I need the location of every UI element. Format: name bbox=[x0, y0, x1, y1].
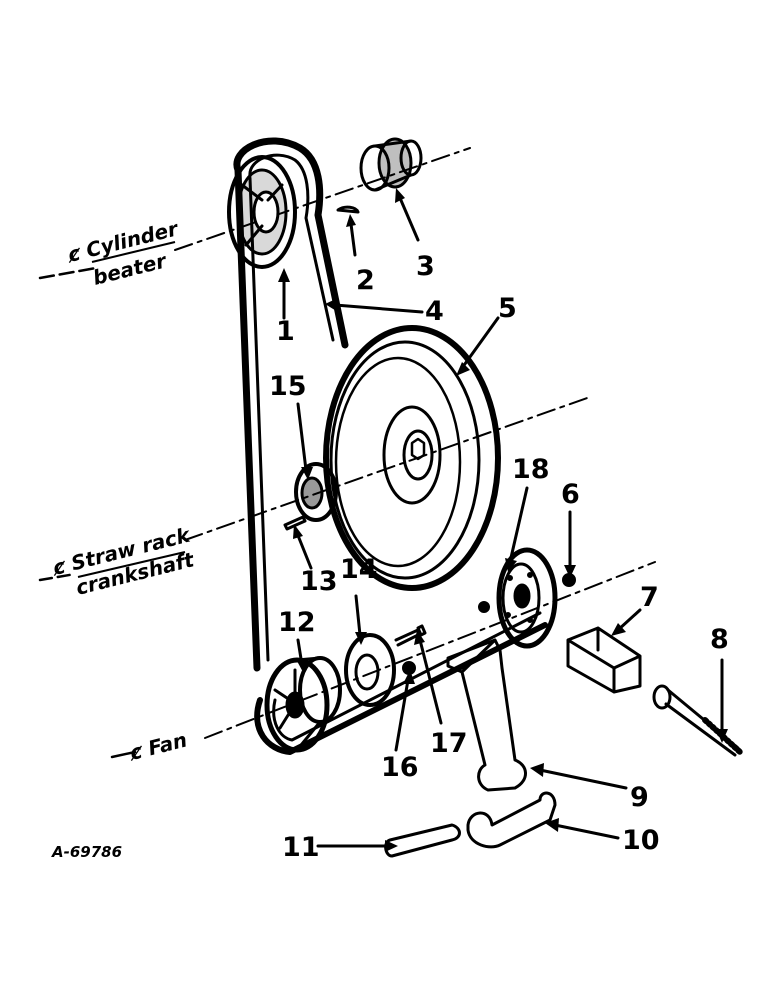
long-bolt bbox=[652, 684, 743, 757]
callout-9: 9 bbox=[630, 782, 649, 813]
callout-17: 17 bbox=[430, 728, 468, 759]
idler-arm bbox=[446, 638, 527, 792]
callout-2: 2 bbox=[356, 265, 375, 296]
nut-small bbox=[478, 601, 490, 613]
cylinder-centerline bbox=[38, 147, 471, 280]
mounting-base bbox=[466, 791, 557, 849]
callout-numbers: 1 2 3 4 5 6 7 8 9 10 11 12 13 14 15 16 1… bbox=[269, 251, 729, 863]
fan-shaft-label: ȼ Fan bbox=[125, 728, 189, 766]
callout-12: 12 bbox=[278, 607, 316, 638]
large-drive-pulley bbox=[323, 325, 501, 591]
beater-pulley bbox=[227, 155, 297, 269]
callout-6: 6 bbox=[561, 479, 580, 510]
figure-reference: A-69786 bbox=[51, 843, 122, 861]
callout-1: 1 bbox=[276, 316, 295, 347]
callout-11: 11 bbox=[282, 832, 320, 863]
callout-13: 13 bbox=[300, 566, 338, 597]
arrow-heads bbox=[278, 188, 728, 852]
callout-10: 10 bbox=[622, 825, 660, 856]
callout-14: 14 bbox=[340, 554, 378, 585]
callout-16: 16 bbox=[381, 752, 419, 783]
callout-5: 5 bbox=[498, 293, 517, 324]
fan-drive-pulley bbox=[496, 547, 558, 649]
pin-key bbox=[283, 515, 307, 531]
pivot-pin bbox=[384, 823, 461, 858]
woodruff-key bbox=[336, 205, 360, 214]
leader-lines bbox=[282, 196, 724, 848]
v-belt bbox=[233, 137, 548, 755]
callout-4: 4 bbox=[425, 296, 444, 327]
crankshaft-sprocket bbox=[294, 462, 338, 522]
callout-8: 8 bbox=[710, 624, 729, 655]
angle-bracket bbox=[566, 626, 642, 694]
callout-3: 3 bbox=[416, 251, 435, 282]
hub-bushing bbox=[359, 137, 423, 192]
callout-18: 18 bbox=[512, 454, 550, 485]
fan-centerline bbox=[110, 561, 656, 759]
callout-15: 15 bbox=[269, 371, 307, 402]
callout-7: 7 bbox=[640, 582, 659, 613]
spacer-washer bbox=[344, 633, 396, 707]
